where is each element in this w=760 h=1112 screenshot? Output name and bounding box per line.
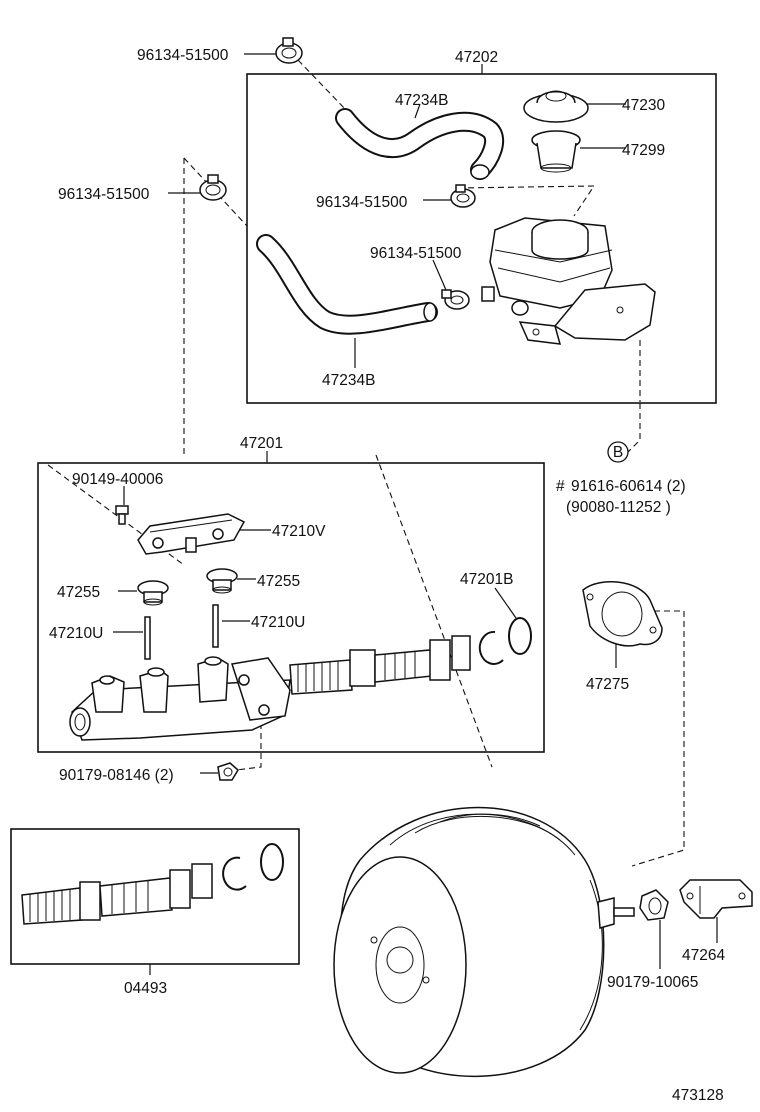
label-strainer: 47299 [622, 142, 665, 159]
gasket-icon [582, 580, 663, 647]
leader-lines [113, 53, 718, 975]
piston-assembly-icon [289, 635, 471, 695]
grommet-left-icon [137, 580, 169, 606]
label-ring: 47201B [460, 571, 513, 588]
screw-icon [115, 505, 129, 525]
label-clamp-mid: 96134-51500 [316, 194, 408, 211]
master-cylinder-assembly-box [37, 462, 545, 753]
hose-clamp-mid-icon [450, 184, 476, 208]
label-hose-lower: 47234B [322, 372, 375, 389]
hose-clamp-left-icon [199, 174, 227, 201]
label-bolt-alt: (90080-11252 ) [566, 499, 671, 516]
hose-lower-icon [256, 234, 438, 335]
label-repair-kit: 04493 [124, 980, 167, 997]
label-bolt-part: 91616-60614 (2) [571, 478, 686, 495]
label-clamp-top: 96134-51500 [137, 47, 229, 64]
label-master-cylinder-assembly: 47201 [240, 435, 283, 452]
hose-clamp-low-icon [441, 289, 470, 310]
label-small-nut: 90179-08146 (2) [59, 767, 174, 784]
label-gasket: 47275 [586, 676, 629, 693]
label-union-pin-v: 47210V [272, 523, 326, 540]
label-reservoir-assembly: 47202 [455, 49, 498, 66]
pin-u-left-icon [144, 616, 151, 660]
diagram-number: 473128 [672, 1087, 724, 1104]
snap-ring-icon [478, 630, 504, 665]
reservoir-cap-icon [523, 90, 589, 123]
hose-upper-icon [335, 108, 505, 180]
kit-o-ring-icon [260, 843, 284, 881]
master-cylinder-body-icon [69, 656, 291, 741]
booster-nut-icon [639, 889, 669, 921]
hose-clamp-top-icon [275, 37, 303, 64]
label-bolt-hash: # [556, 478, 565, 495]
booster-bracket-icon [679, 879, 753, 919]
label-pin-u-left: 47210U [49, 625, 103, 642]
reservoir-tank-icon [481, 217, 656, 345]
label-hose-upper: 47234B [395, 92, 448, 109]
label-screw: 90149-40006 [72, 471, 163, 488]
label-booster-nut: 90179-10065 [607, 974, 698, 991]
label-bracket: 47264 [682, 947, 725, 964]
label-grommet-right: 47255 [257, 573, 300, 590]
brake-booster-icon [333, 806, 635, 1078]
label-pin-u-right: 47210U [251, 614, 305, 631]
union-pin-v-icon [137, 513, 246, 555]
reference-marker-b: B [607, 441, 629, 463]
marker-b-text: B [613, 444, 623, 461]
reservoir-strainer-icon [531, 130, 581, 173]
grommet-right-icon [206, 568, 238, 594]
label-grommet-left: 47255 [57, 584, 100, 601]
repair-kit-box [10, 828, 300, 965]
part-number-labels: 96134-51500 47202 47234B 47230 47299 961… [49, 47, 725, 1104]
pin-u-right-icon [212, 604, 219, 648]
label-clamp-low: 96134-51500 [370, 245, 462, 262]
o-ring-icon [508, 617, 532, 655]
label-cap: 47230 [622, 97, 665, 114]
kit-snap-ring-icon [222, 856, 247, 891]
label-clamp-left: 96134-51500 [58, 186, 150, 203]
small-nut-icon [217, 762, 239, 781]
kit-piston-assembly-icon [21, 863, 213, 925]
